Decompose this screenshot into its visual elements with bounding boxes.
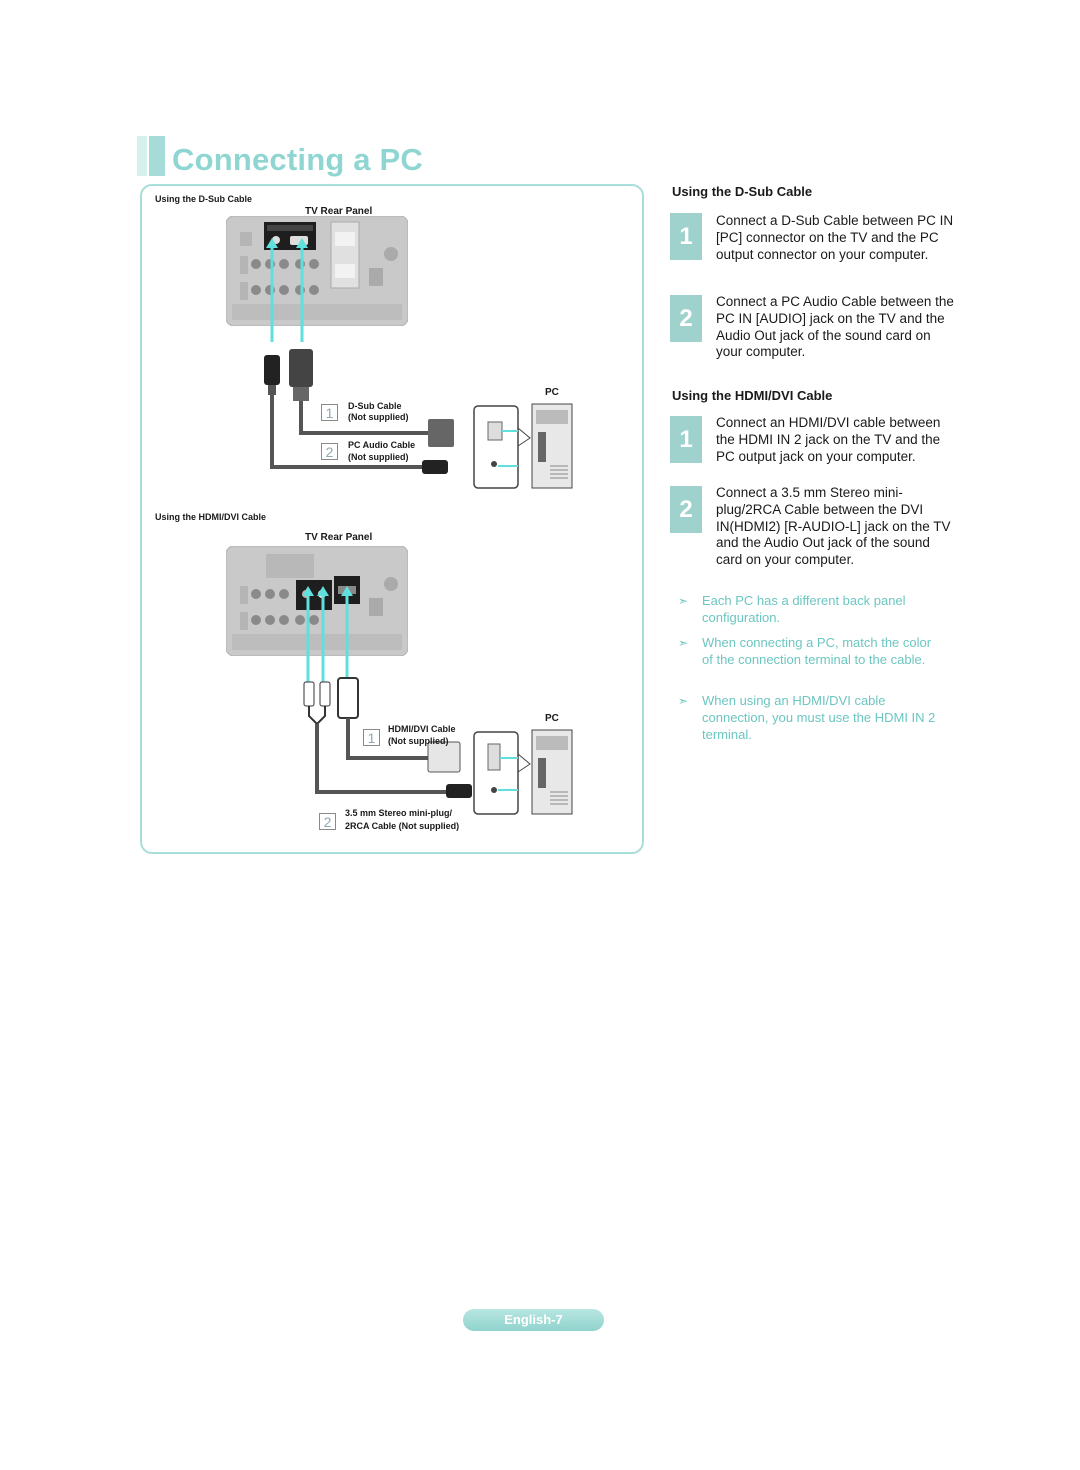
hdmi-cable-2-step: 2	[319, 813, 336, 830]
hdmi-connection-arrows	[302, 586, 353, 682]
dsub-diagram-caption: Using the D-Sub Cable	[155, 194, 253, 204]
hdmi-step-2-text: Connect a 3.5 mm Stereo mini-plug/2RCA C…	[716, 485, 951, 568]
pc-tower-hdmi-icon	[473, 729, 573, 815]
hdmi-step-2-number: 2	[670, 486, 702, 533]
dsub-tv-panel-label: TV Rear Panel	[305, 206, 373, 217]
arrow-note-icon: ➣	[678, 594, 689, 608]
dsub-cable-2-name: PC Audio Cable	[348, 440, 416, 450]
dsub-step-1-number: 1	[670, 213, 702, 260]
hdmi-cable-1-name: HDMI/DVI Cable	[388, 724, 456, 734]
dsub-step-2-number: 2	[670, 295, 702, 342]
dsub-connection-arrows	[266, 238, 308, 342]
hdmi-cable-drawing	[303, 677, 472, 798]
note-3: When using an HDMI/DVI cable connection,…	[702, 693, 936, 742]
arrow-note-icon: ➣	[678, 636, 689, 650]
dsub-cable-1-note: (Not supplied)	[348, 412, 409, 422]
note-1: Each PC has a different back panel confi…	[702, 593, 906, 625]
dsub-cable-1-name: D-Sub Cable	[348, 401, 402, 411]
hdmi-cable-2-note: 2RCA Cable (Not supplied)	[345, 821, 460, 831]
tv-rear-panel-hdmi	[226, 546, 408, 656]
dsub-cable-2-step: 2	[321, 443, 338, 460]
hdmi-step-1-text: Connect an HDMI/DVI cable between the HD…	[716, 415, 941, 464]
hdmi-cable-2-name: 3.5 mm Stereo mini-plug/	[345, 808, 453, 818]
hdmi-section-heading: Using the HDMI/DVI Cable	[672, 388, 833, 403]
dsub-step-1-text: Connect a D-Sub Cable between PC IN [PC]…	[716, 213, 954, 262]
diagram-panel	[140, 184, 644, 854]
hdmi-cable-1-step: 1	[363, 729, 380, 746]
hdmi-pc-label: PC	[545, 713, 559, 724]
arrow-note-icon: ➣	[678, 694, 689, 708]
dsub-section-heading: Using the D-Sub Cable	[672, 184, 813, 199]
page-number-badge: English-7	[463, 1309, 604, 1331]
note-2: When connecting a PC, match the color of…	[702, 635, 932, 667]
hdmi-tv-panel-label: TV Rear Panel	[305, 532, 373, 543]
hdmi-step-1-number: 1	[670, 416, 702, 463]
hdmi-cable-1-note: (Not supplied)	[388, 736, 449, 746]
dsub-cable-1-step: 1	[321, 404, 338, 421]
pc-tower-dsub-icon	[473, 403, 573, 489]
dsub-cable-drawing	[264, 349, 454, 474]
dsub-cable-2-note: (Not supplied)	[348, 452, 409, 462]
title-bar-icon	[137, 136, 165, 176]
page-title: Connecting a PC	[172, 142, 424, 177]
hdmi-diagram-caption: Using the HDMI/DVI Cable	[155, 512, 267, 522]
dsub-pc-label: PC	[545, 387, 559, 398]
dsub-step-2-text: Connect a PC Audio Cable between the PC …	[716, 294, 954, 360]
